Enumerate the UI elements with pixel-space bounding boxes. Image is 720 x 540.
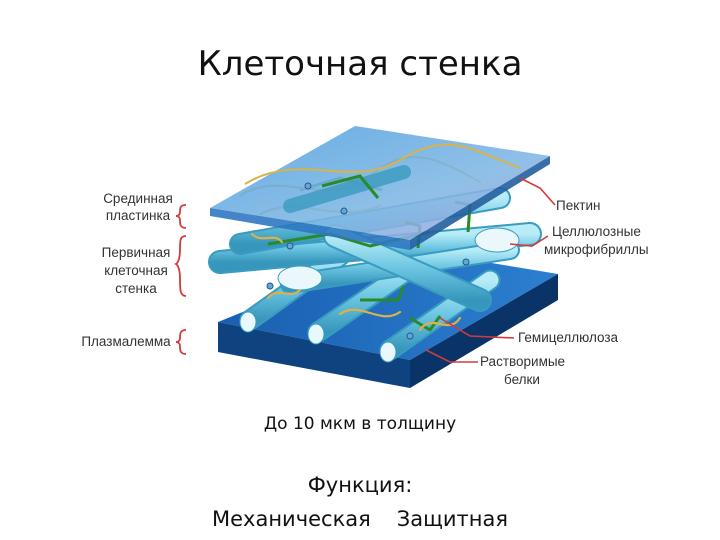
- label-cellulose-2: микрофибриллы: [544, 242, 649, 257]
- label-soluble-proteins-2: белки: [504, 372, 540, 387]
- soluble-protein-dots: [266, 182, 470, 340]
- label-middle-lamella-1: Срединная: [103, 191, 173, 206]
- function-mechanical: Механическая: [211, 507, 371, 531]
- diagram-labels: Срединная пластинка Первичная клеточная …: [81, 191, 648, 387]
- slide-title: Клеточная стенка: [197, 44, 523, 84]
- left-brackets: [173, 204, 187, 355]
- label-pectin: Пектин: [556, 198, 600, 213]
- middle-lamella-layer: [210, 126, 550, 250]
- label-middle-lamella-2: пластинка: [106, 208, 171, 223]
- function-list: Механическая Защитная: [0, 507, 720, 531]
- label-primary-wall-1: Первичная: [102, 245, 171, 260]
- leader-lines: [425, 177, 556, 363]
- label-plasmalemma: Плазмалемма: [81, 334, 171, 349]
- plasmalemma-layer: [218, 248, 558, 388]
- label-primary-wall-3: стенка: [115, 281, 157, 296]
- function-protective: Защитная: [396, 507, 508, 531]
- function-title: Функция:: [307, 473, 413, 497]
- label-hemicellulose: Гемицеллюлоза: [518, 330, 619, 345]
- label-primary-wall-2: клеточная: [104, 263, 168, 278]
- label-soluble-proteins-1: Растворимые: [480, 354, 565, 369]
- thickness-caption: До 10 мкм в толщину: [263, 414, 457, 434]
- label-cellulose-1: Целлюлозные: [552, 224, 641, 239]
